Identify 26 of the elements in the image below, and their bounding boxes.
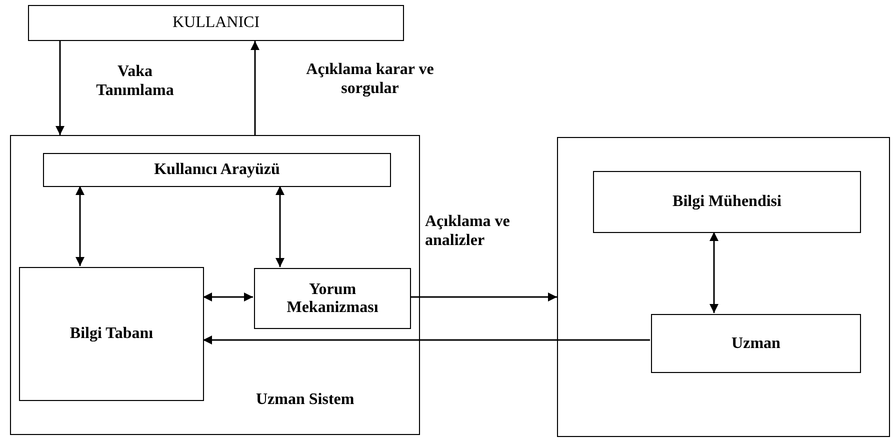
node-label: Uzman Sistem <box>256 391 354 409</box>
engine-box <box>254 268 411 329</box>
node-label: Yorum Mekanizması <box>286 280 380 316</box>
external-boundary <box>557 137 890 437</box>
edge-label: Açıklama ve analizler <box>425 212 511 250</box>
arrow <box>250 41 260 135</box>
actor-box <box>28 5 404 41</box>
node-label: Bilgi Mühendisi <box>672 193 782 211</box>
arrow <box>203 292 253 302</box>
node-label: KULLANICI <box>172 14 260 32</box>
node-label: Kullanıcı Arayüzü <box>154 161 280 179</box>
system-boundary <box>10 135 420 435</box>
role-box <box>593 171 861 233</box>
edge-label: Açıklama karar ve sorgular <box>305 60 435 98</box>
arrow <box>276 186 284 267</box>
knowledge-base-box <box>19 267 204 401</box>
role-box <box>651 314 861 373</box>
edge-label: Vaka Tanımlama <box>95 62 175 100</box>
arrow <box>710 232 718 313</box>
arrow <box>56 41 64 135</box>
arrow <box>410 292 557 302</box>
arrow <box>76 186 84 266</box>
interface-box <box>43 153 391 187</box>
node-label: Uzman <box>732 334 780 352</box>
arrow <box>203 336 650 344</box>
node-label: Bilgi Tabanı <box>70 325 154 343</box>
